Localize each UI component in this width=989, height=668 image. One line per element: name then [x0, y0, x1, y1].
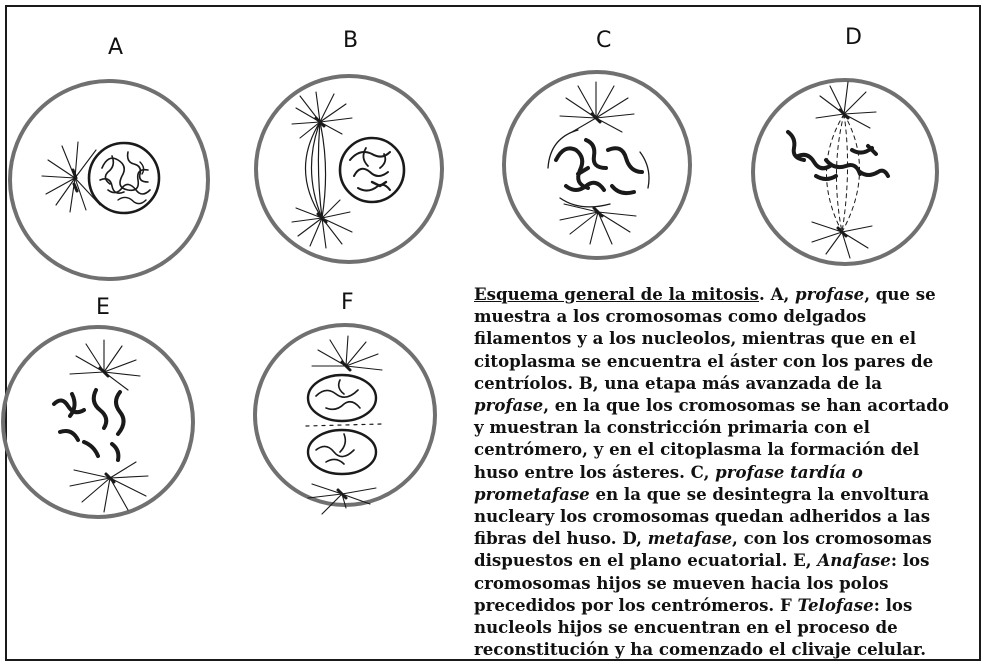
caption-text: y muestran la constricción primaria con …	[474, 417, 870, 438]
caption-text: fibras del huso. D,	[474, 528, 648, 549]
caption-text: nucleols hijos se encuentran en el proce…	[474, 617, 898, 638]
cell-d-aster-top	[815, 81, 877, 129]
caption-italic-term: profase	[795, 284, 865, 304]
cell-a-aster	[41, 141, 101, 213]
caption-italic-term: Anafase	[817, 550, 891, 571]
caption-line: nucleary los cromosomas quedan adheridos…	[474, 505, 986, 527]
caption-line: cromosomas hijos se mueven hacia los pol…	[474, 572, 986, 594]
caption-line: nucleols hijos se encuentran en el proce…	[474, 616, 986, 638]
caption-text: centríolos. B, una etapa más avanzada de…	[474, 372, 883, 393]
label-stage-b: B	[343, 28, 358, 53]
caption-line: centríolos. B, una etapa más avanzada de…	[474, 372, 986, 394]
caption-text: cromosomas hijos se mueven hacia los pol…	[474, 572, 889, 593]
caption-line: centrómero, y en el citoplasma la formac…	[474, 438, 986, 460]
cell-e-anaphase	[1, 325, 195, 519]
caption-line: dispuestos en el plano ecuatorial. E, An…	[474, 549, 986, 571]
caption-text: muestra a los cromosomas como delgados	[474, 306, 867, 327]
cell-a-prophase	[8, 79, 210, 281]
caption-text: , en la que los cromosomas se han acorta…	[543, 395, 949, 416]
cell-c-prometaphase	[502, 70, 692, 260]
cell-d-membrane	[751, 78, 939, 266]
label-stage-a: A	[108, 35, 123, 60]
label-stage-c: C	[596, 28, 611, 53]
caption-line: Esquema general de la mitosis. A, profas…	[474, 283, 986, 305]
caption-text: huso entre los ásteres. C,	[474, 461, 716, 482]
caption-italic-term: profase tardía o	[715, 461, 863, 482]
caption-text: precedidos por los centrómeros. F	[474, 594, 798, 615]
caption-italic-term: Telofase	[797, 594, 874, 615]
cell-a-membrane	[8, 79, 210, 281]
caption-text: : los	[890, 550, 930, 571]
cell-f-aster-bottom	[307, 483, 377, 515]
caption-line: precedidos por los centrómeros. F Telofa…	[474, 594, 986, 616]
cell-c-membrane	[502, 70, 692, 260]
caption-line: y muestran la constricción primaria con …	[474, 416, 986, 438]
cell-b-nucleus	[338, 136, 406, 204]
cell-c-aster-bottom	[559, 203, 637, 245]
cell-b-spindle	[304, 121, 327, 219]
caption-line: muestra a los cromosomas como delgados	[474, 305, 986, 327]
caption-text: filamentos y a los nucleolos, mientras q…	[474, 328, 917, 349]
caption-text: citoplasma se encuentra el áster con los…	[474, 350, 934, 371]
cell-e-aster-top	[69, 339, 141, 391]
cell-e-chromosomes	[52, 388, 126, 462]
caption-line: prometafase en la que se desintegra la e…	[474, 483, 986, 505]
cell-b-aster-bottom	[291, 199, 353, 249]
cell-d-chromosomes	[786, 130, 890, 181]
caption-text: dispuestos en el plano ecuatorial. E,	[474, 550, 818, 571]
figure-caption: Esquema general de la mitosis. A, profas…	[474, 283, 986, 660]
caption-line: citoplasma se encuentra el áster con los…	[474, 350, 986, 372]
caption-text: , que se	[864, 284, 936, 304]
caption-line: huso entre los ásteres. C, profase tardí…	[474, 461, 986, 483]
caption-line: filamentos y a los nucleolos, mientras q…	[474, 327, 986, 349]
cell-f-nucleus-top	[306, 373, 378, 423]
caption-text: , con los cromosomas	[732, 528, 932, 549]
caption-line: profase, en la que los cromosomas se han…	[474, 394, 986, 416]
caption-text: : los	[873, 594, 913, 615]
caption-text: centrómero, y en el citoplasma la formac…	[474, 439, 920, 460]
caption-title: Esquema general de la mitosis	[474, 284, 760, 304]
figure-frame	[5, 5, 981, 661]
cell-a-nucleus	[87, 141, 161, 215]
cell-c-aster-top	[559, 81, 635, 133]
cell-b-prophase	[254, 74, 444, 264]
label-stage-d: D	[845, 25, 862, 50]
caption-text: . A,	[759, 284, 795, 304]
cell-b-membrane	[254, 74, 444, 264]
cell-d-metaphase	[751, 78, 939, 266]
cell-f-membrane	[253, 323, 437, 507]
label-stage-f: F	[341, 290, 354, 315]
cell-c-chromosomes	[554, 138, 644, 196]
caption-italic-term: profase	[474, 395, 544, 416]
cell-f-nucleus-bottom	[306, 428, 378, 476]
caption-text: nucleary los cromosomas quedan adheridos…	[474, 506, 931, 527]
caption-italic-term: metafase	[647, 528, 733, 549]
label-stage-e: E	[96, 295, 110, 320]
cell-e-membrane	[1, 325, 195, 519]
cell-e-aster-bottom	[69, 461, 149, 513]
cell-d-spindle	[826, 113, 860, 233]
caption-line: fibras del huso. D, metafase, con los cr…	[474, 527, 986, 549]
caption-text: en la que se desintegra la envoltura	[589, 483, 930, 504]
cell-d-aster-bottom	[811, 221, 873, 259]
caption-italic-term: prometafase	[474, 483, 590, 504]
caption-text: reconstitución y ha comenzado el clivaje…	[474, 639, 927, 660]
caption-line: reconstitución y ha comenzado el clivaje…	[474, 638, 986, 660]
cell-f-telophase	[253, 323, 437, 515]
